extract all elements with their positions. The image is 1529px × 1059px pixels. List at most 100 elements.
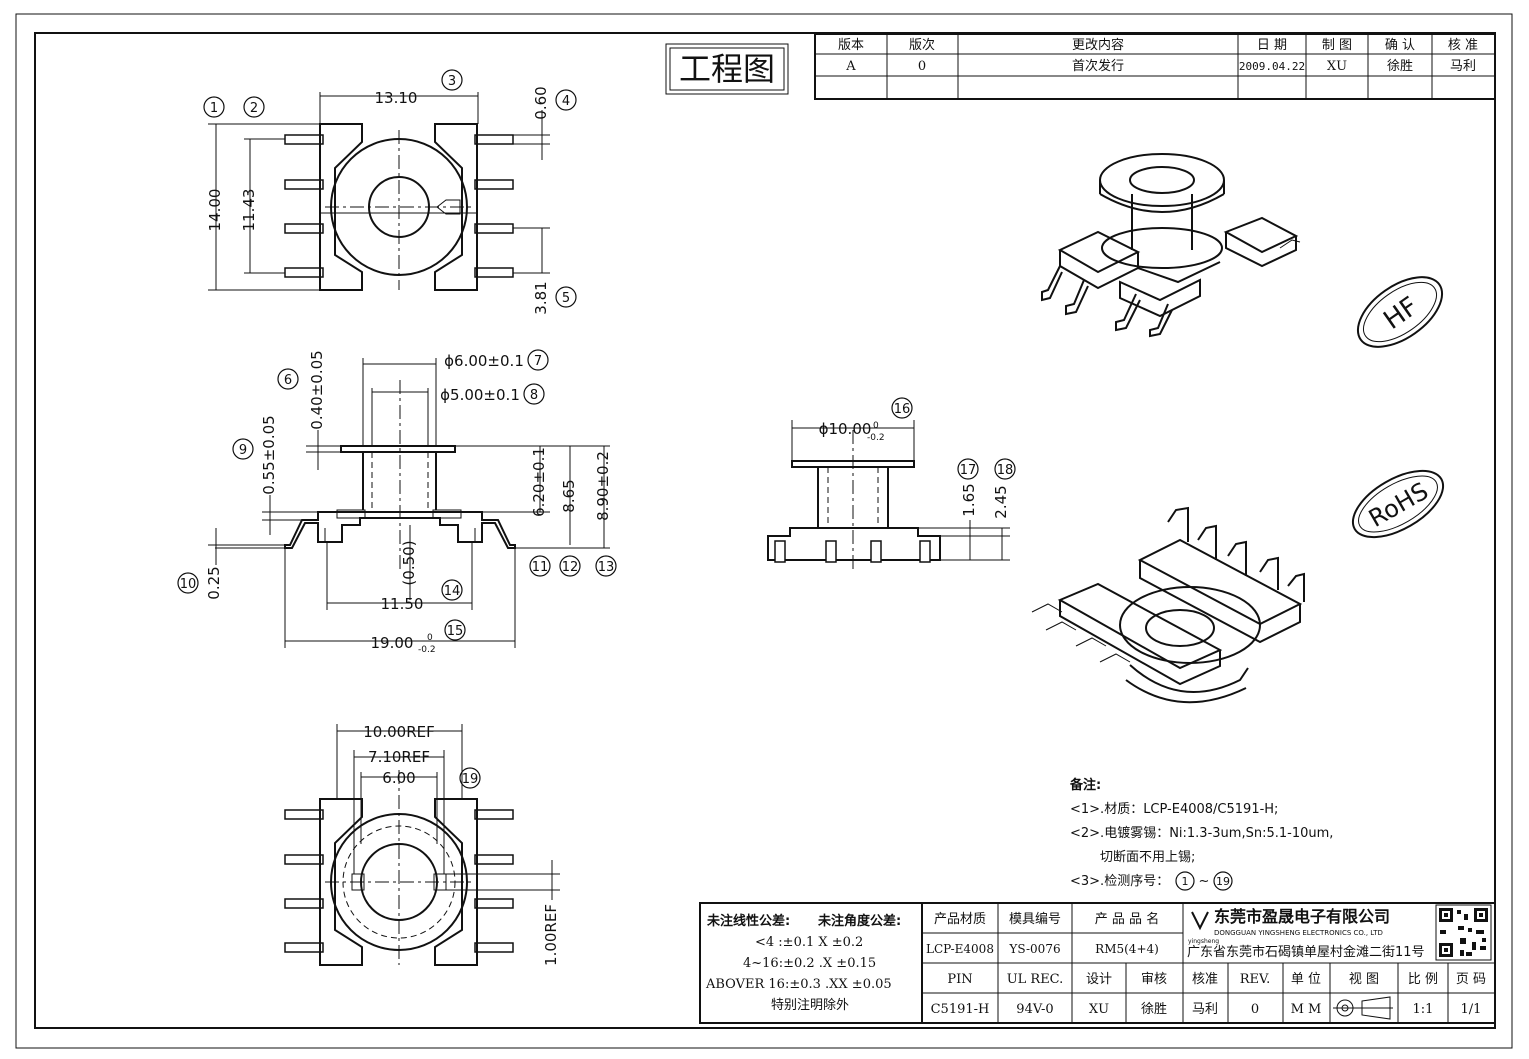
company-address: 广东省东莞市石碣镇单屋村金滩二街11号 bbox=[1187, 944, 1425, 960]
dim-gap: (0.50) bbox=[400, 540, 418, 585]
tb-value-review: 徐胜 bbox=[1141, 1002, 1167, 1017]
notes-line-1: <1>.材质：LCP-E4008/C5191-H; bbox=[1070, 802, 1278, 817]
callout-10: 10 bbox=[180, 577, 197, 592]
rev-header-drawn: 制 图 bbox=[1322, 38, 1352, 53]
dim-side-h2: 2.45 bbox=[992, 485, 1010, 518]
tb-value-design: XU bbox=[1089, 1002, 1109, 1017]
tb-value-name: RM5(4+4) bbox=[1095, 942, 1159, 956]
callout-11: 11 bbox=[532, 560, 549, 575]
rev-header-version: 版本 bbox=[838, 38, 864, 53]
tol-row-3: ABOVER 16:±0.3 .XX ±0.05 bbox=[705, 977, 892, 992]
rev-header-date: 日 期 bbox=[1257, 38, 1287, 53]
callout-14: 14 bbox=[444, 584, 461, 599]
tb-header-review: 审核 bbox=[1141, 972, 1167, 987]
top-view: 13.10 14.00 11.43 0.60 3.81 bbox=[206, 86, 550, 315]
dim-height-c: 8.90±0.2 bbox=[594, 451, 612, 521]
notes-callout-end: 19 bbox=[1216, 875, 1230, 888]
callout-8: 8 bbox=[530, 388, 538, 403]
tb-value-approve: 马利 bbox=[1192, 1002, 1218, 1017]
dim-top-pin-span: 11.43 bbox=[240, 189, 258, 232]
tb-header-pin: PIN bbox=[947, 972, 972, 987]
callout-3: 3 bbox=[448, 74, 456, 89]
rev-header-confirm: 确 认 bbox=[1385, 38, 1415, 53]
hf-stamp: HF bbox=[1356, 276, 1444, 348]
notes-heading: 备注: bbox=[1069, 777, 1101, 793]
dim-pin-thick: 0.25 bbox=[205, 566, 223, 599]
tol-row-1: <4 :±0.1 X ±0.2 bbox=[755, 935, 863, 950]
tb-header-unit: 单 位 bbox=[1291, 972, 1321, 987]
side-view: ϕ10.00 0 -0.2 1.65 2.45 bbox=[767, 420, 1010, 570]
tol-linear-label: 未注线性公差: bbox=[706, 913, 790, 929]
tol-lower-side: -0.2 bbox=[867, 433, 885, 443]
callout-7: 7 bbox=[534, 354, 542, 369]
isometric-view-top bbox=[1041, 153, 1301, 338]
callout-bubbles: 1 2 3 4 5 6 7 8 9 10 11 12 13 14 15 16 1… bbox=[177, 69, 1016, 789]
revision-table: 版本 版次 更改内容 日 期 制 图 确 认 核 准 A 0 首次发行 2009… bbox=[814, 33, 1496, 100]
tol-lower-front: -0.2 bbox=[418, 645, 436, 655]
tb-header-name: 产 品 品 名 bbox=[1095, 911, 1159, 927]
dim-flange-dia: ϕ6.00±0.1 bbox=[444, 352, 524, 370]
dim-bottom-pin-ref: 1.00REF bbox=[542, 904, 560, 966]
dim-side-h1: 1.65 bbox=[960, 483, 978, 516]
callout-2: 2 bbox=[250, 101, 258, 116]
hf-stamp-text: HF bbox=[1378, 291, 1423, 335]
callout-12: 12 bbox=[562, 560, 579, 575]
tb-value-material: LCP-E4008 bbox=[926, 942, 994, 956]
dim-flange-thick: 0.40±0.05 bbox=[308, 350, 326, 429]
notes-line-4: <3>.检测序号： bbox=[1070, 874, 1169, 889]
callout-13: 13 bbox=[598, 560, 615, 575]
drawing-title-box: 工程图 bbox=[665, 43, 789, 95]
tol-upper-side: 0 bbox=[873, 421, 879, 431]
dim-side-flange: ϕ10.00 bbox=[819, 420, 872, 438]
front-view: ϕ6.00±0.1 ϕ5.00±0.1 0.40±0.05 0.55±0.05 … bbox=[205, 350, 612, 655]
dim-top-pin-offset: 3.81 bbox=[532, 281, 550, 314]
tb-value-mold: YS-0076 bbox=[1008, 942, 1060, 956]
dim-top-width: 13.10 bbox=[375, 89, 418, 107]
rev-value-date: 2009.04.22 bbox=[1239, 60, 1305, 73]
rev-value-approve: 马利 bbox=[1450, 59, 1476, 74]
notes-callout-start: 1 bbox=[1182, 875, 1189, 888]
callout-5: 5 bbox=[562, 291, 570, 306]
callout-6: 6 bbox=[284, 373, 292, 388]
notes-tilde: ~ bbox=[1199, 874, 1210, 889]
tb-value-rev: 0 bbox=[1251, 1002, 1259, 1017]
tb-value-ul: 94V-0 bbox=[1016, 1002, 1053, 1017]
tb-header-material: 产品材质 bbox=[934, 912, 986, 927]
tol-row-4: 特别注明除外 bbox=[771, 998, 849, 1013]
dim-bottom-inner: 6.00 bbox=[382, 769, 415, 787]
callout-17: 17 bbox=[960, 463, 977, 478]
tol-angle-label: 未注角度公差: bbox=[817, 913, 901, 929]
isometric-view-bottom bbox=[1031, 506, 1305, 704]
tb-header-ul: UL REC. bbox=[1007, 972, 1064, 987]
company-name-cn: 东莞市盈晟电子有限公司 bbox=[1214, 907, 1390, 926]
rev-header-approve: 核 准 bbox=[1448, 38, 1478, 53]
dim-bottom-ref1: 10.00REF bbox=[363, 723, 434, 741]
rev-header-change: 更改内容 bbox=[1072, 37, 1124, 53]
callout-16: 16 bbox=[894, 402, 911, 417]
qr-code bbox=[1435, 904, 1492, 961]
tb-header-design: 设计 bbox=[1086, 972, 1112, 987]
rev-value-change: 首次发行 bbox=[1072, 58, 1124, 74]
dim-bottom-ref2: 7.10REF bbox=[368, 748, 430, 766]
title-block: 未注线性公差: 未注角度公差: <4 :±0.1 X ±0.2 4~16:±0.… bbox=[699, 902, 1496, 1024]
drawing-title: 工程图 bbox=[679, 50, 775, 88]
rev-value-version: A bbox=[845, 59, 856, 74]
tol-upper-front: 0 bbox=[427, 633, 433, 643]
dim-core-dia: ϕ5.00±0.1 bbox=[440, 386, 520, 404]
tb-header-scale: 比 例 bbox=[1408, 972, 1438, 987]
tol-row-2: 4~16:±0.2 .X ±0.15 bbox=[743, 956, 876, 971]
tb-value-pin: C5191-H bbox=[931, 1002, 990, 1017]
company-logo-text: yingsheng bbox=[1188, 938, 1219, 945]
callout-18: 18 bbox=[997, 463, 1014, 478]
notes-block: 备注: <1>.材质：LCP-E4008/C5191-H; <2>.电镀雾锡：N… bbox=[1069, 777, 1333, 891]
projection-symbol-icon bbox=[1333, 996, 1393, 1020]
rohs-stamp: RoHS bbox=[1351, 469, 1445, 539]
rev-value-confirm: 徐胜 bbox=[1387, 59, 1413, 74]
tb-header-page: 页 码 bbox=[1456, 972, 1486, 987]
notes-line-3: 切断面不用上锡; bbox=[1100, 850, 1195, 865]
rohs-stamp-text: RoHS bbox=[1364, 477, 1433, 533]
drawing-border bbox=[34, 32, 1496, 1029]
dim-height-b: 8.65 bbox=[560, 479, 578, 512]
dim-overall-width: 19.00 bbox=[371, 634, 414, 652]
tb-value-unit: M M bbox=[1291, 1002, 1322, 1017]
